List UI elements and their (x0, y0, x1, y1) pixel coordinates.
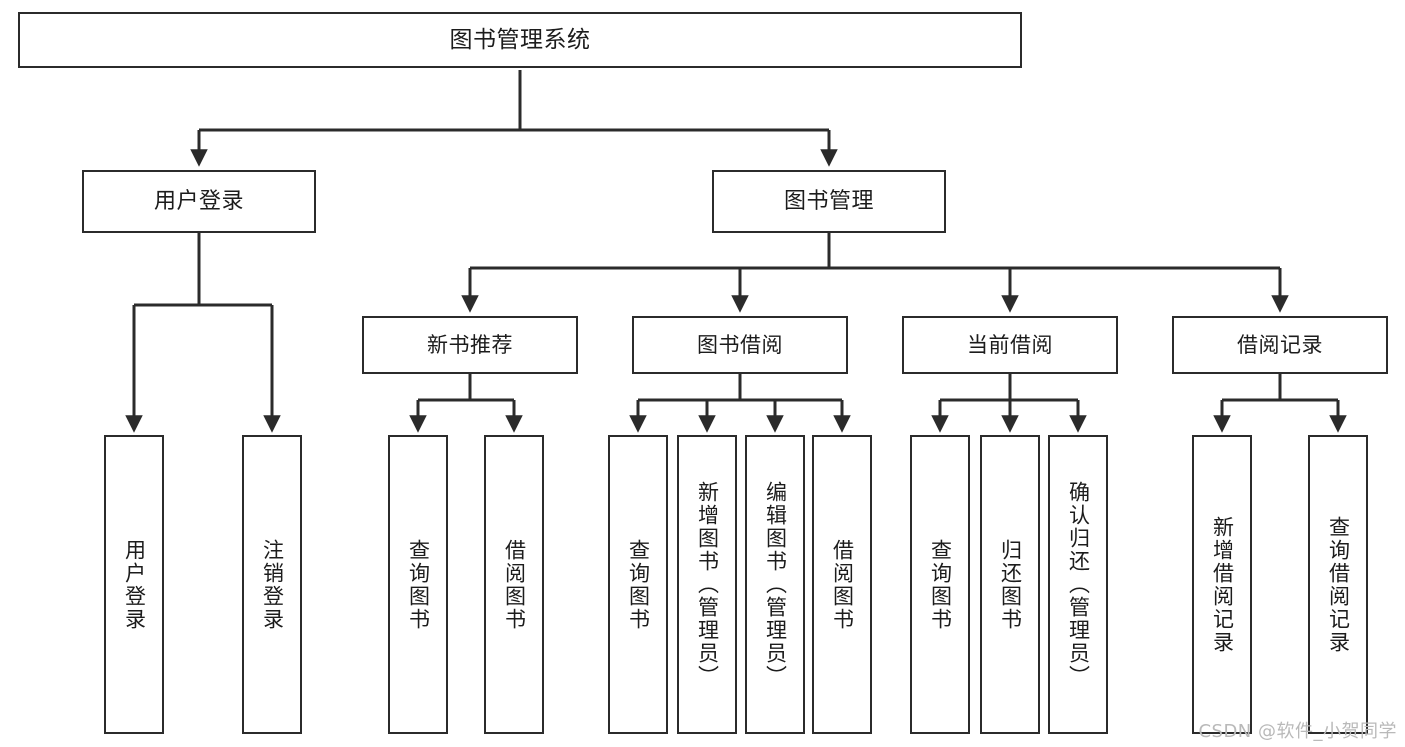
leaf-book-borrow-query[interactable]: 查询图书 (608, 435, 668, 734)
node-label: 图书管理系统 (449, 26, 591, 53)
node-label: 查询图书 (406, 538, 431, 631)
leaf-book-borrow-edit[interactable]: 编辑图书（管理员） (745, 435, 805, 734)
node-label: 借阅图书 (830, 538, 855, 631)
node-new-book-recommend[interactable]: 新书推荐 (362, 316, 578, 374)
node-book-management[interactable]: 图书管理 (712, 170, 946, 233)
node-label: 图书借阅 (697, 332, 783, 357)
node-book-borrow[interactable]: 图书借阅 (632, 316, 848, 374)
leaf-borrow-record-query[interactable]: 查询借阅记录 (1308, 435, 1368, 734)
node-label: 用户登录 (153, 188, 244, 214)
node-label: 编辑图书（管理员） (763, 481, 788, 688)
node-label: 查询借阅记录 (1326, 515, 1351, 654)
leaf-user-login-logout[interactable]: 注销登录 (242, 435, 302, 734)
leaf-new-book-borrow[interactable]: 借阅图书 (484, 435, 544, 734)
csdn-watermark: CSDN @软件_小贺同学 (1198, 721, 1397, 742)
node-label: 新增图书（管理员） (695, 481, 720, 688)
node-root-system[interactable]: 图书管理系统 (18, 12, 1022, 68)
node-label: 新增借阅记录 (1210, 515, 1235, 654)
leaf-user-login-login[interactable]: 用户登录 (104, 435, 164, 734)
node-label: 图书管理 (783, 188, 874, 214)
leaf-new-book-query[interactable]: 查询图书 (388, 435, 448, 734)
leaf-book-borrow-add[interactable]: 新增图书（管理员） (677, 435, 737, 734)
node-label: 注销登录 (260, 538, 285, 631)
leaf-book-borrow-borrow[interactable]: 借阅图书 (812, 435, 872, 734)
node-label: 查询图书 (928, 538, 953, 631)
node-current-borrow[interactable]: 当前借阅 (902, 316, 1118, 374)
node-label: 用户登录 (122, 538, 147, 631)
leaf-borrow-record-add[interactable]: 新增借阅记录 (1192, 435, 1252, 734)
node-label: 确认归还（管理员） (1066, 481, 1091, 688)
node-label: 当前借阅 (967, 332, 1053, 357)
node-label: 归还图书 (998, 538, 1023, 631)
node-label: 查询图书 (626, 538, 651, 631)
node-borrow-record[interactable]: 借阅记录 (1172, 316, 1388, 374)
leaf-current-borrow-return[interactable]: 归还图书 (980, 435, 1040, 734)
node-label: 借阅图书 (502, 538, 527, 631)
leaf-current-borrow-query[interactable]: 查询图书 (910, 435, 970, 734)
leaf-current-borrow-confirm-return[interactable]: 确认归还（管理员） (1048, 435, 1108, 734)
node-label: 新书推荐 (427, 332, 513, 357)
node-user-login[interactable]: 用户登录 (82, 170, 316, 233)
node-label: 借阅记录 (1237, 332, 1323, 357)
